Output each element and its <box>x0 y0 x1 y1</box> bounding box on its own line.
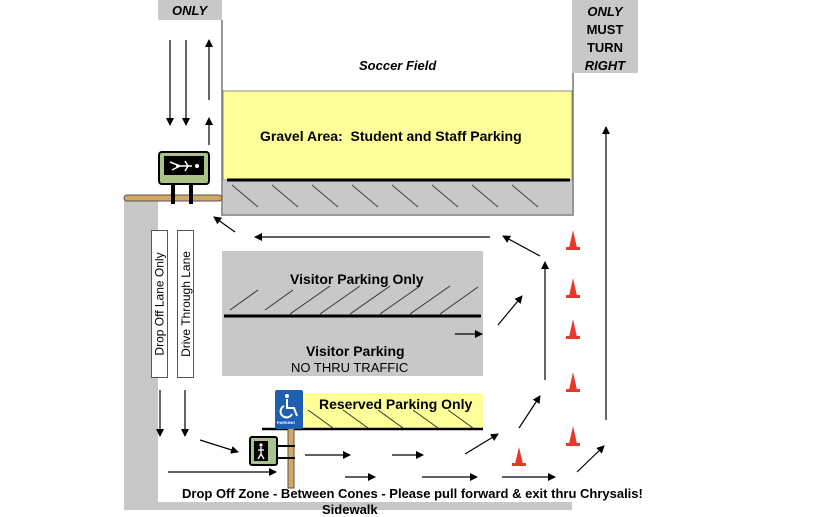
only-sign-left-text: ONLY <box>172 3 208 18</box>
gravel-area-label: Gravel Area: Student and Staff Parking <box>260 128 522 144</box>
cone <box>569 319 577 337</box>
handicap-sign-text: PARKING <box>277 420 296 425</box>
cone <box>515 447 523 464</box>
cone <box>569 372 577 390</box>
handicap-parking-sign <box>275 390 303 429</box>
no-thru-traffic-label: NO THRU TRAFFIC <box>291 360 409 375</box>
cone <box>569 426 577 444</box>
pedestrian-crossing-sign-top <box>158 151 210 204</box>
sign-line: ONLY <box>587 4 623 19</box>
gravel-area <box>222 90 573 181</box>
drop-off-zone-note: Drop Off Zone - Between Cones - Please p… <box>182 486 643 501</box>
drive-through-lane-text: Drive Through Lane <box>178 251 193 357</box>
visitor-parking-area <box>222 251 483 376</box>
traffic-cones <box>512 230 580 466</box>
drop-off-lane-label: Drop Off Lane Only <box>151 230 168 378</box>
sign-line: TURN <box>586 40 624 55</box>
only-must-turn-right-text: ONLY MUST TURN RIGHT <box>572 3 638 75</box>
visitor-parking-label: Visitor Parking <box>306 343 405 359</box>
sign-line: MUST <box>586 22 624 37</box>
reserved-parking-label: Reserved Parking Only <box>319 396 473 412</box>
bottom-sidewalk <box>158 502 572 510</box>
soccer-field <box>221 20 574 216</box>
drive-through-lane-label: Drive Through Lane <box>177 230 194 378</box>
visitor-parking-only-label: Visitor Parking Only <box>290 271 424 287</box>
pedestrian-crossing-sign-bottom <box>249 436 278 466</box>
gravel-hatch-strip <box>223 181 572 214</box>
only-must-turn-right-sign <box>572 0 638 73</box>
drop-off-lane-text: Drop Off Lane Only <box>152 252 167 356</box>
only-sign-left <box>158 0 222 20</box>
soccer-field-label: Soccer Field <box>359 58 437 73</box>
cone <box>569 278 577 296</box>
reserved-parking-area <box>300 393 483 429</box>
traffic-arrows <box>156 39 610 481</box>
cone <box>569 230 577 248</box>
sign-line: RIGHT <box>584 58 626 73</box>
